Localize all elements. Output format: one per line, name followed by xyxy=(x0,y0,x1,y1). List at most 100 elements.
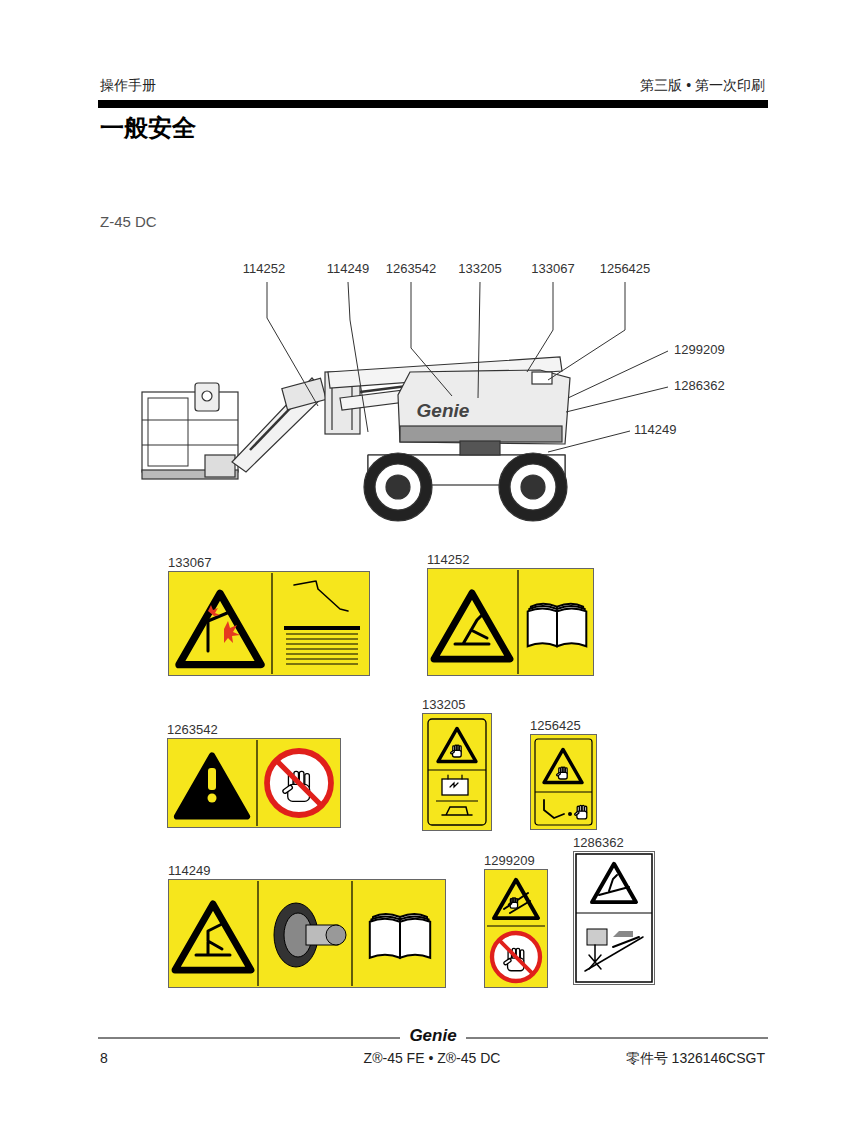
decal-panel xyxy=(422,713,492,831)
footer-rule xyxy=(98,1038,400,1039)
decal-symbol xyxy=(574,805,586,819)
decal-symbol xyxy=(326,925,346,945)
decal-symbol xyxy=(613,931,633,937)
decal-symbol xyxy=(267,751,331,815)
decal-symbol xyxy=(499,940,533,974)
callout-number: 133067 xyxy=(531,262,574,277)
leader-line xyxy=(267,282,318,406)
decal-symbol xyxy=(267,751,331,815)
decal-symbol xyxy=(574,852,655,985)
decal-symbol xyxy=(528,609,587,647)
decal-symbol xyxy=(169,572,370,676)
safety-decal: 114249 xyxy=(168,863,446,988)
decal-symbol xyxy=(589,945,601,969)
decal-symbol xyxy=(450,745,461,757)
machine-illustration xyxy=(460,441,500,455)
decal-symbol xyxy=(517,570,518,674)
machine-illustration xyxy=(499,453,567,521)
decal-symbol xyxy=(544,749,582,782)
decal-symbol xyxy=(492,933,540,981)
machine-illustration xyxy=(148,398,188,466)
machine-illustration xyxy=(375,464,421,510)
decal-symbol xyxy=(257,881,258,986)
decal-symbol xyxy=(592,864,636,902)
machine-logo: Genie xyxy=(417,400,470,422)
decal-symbol xyxy=(428,569,594,676)
decal-symbol xyxy=(286,658,358,659)
decal-number: 1256425 xyxy=(530,718,597,733)
decal-number: 1299209 xyxy=(484,853,548,868)
decal-symbol xyxy=(487,925,545,926)
callout-number: 114249 xyxy=(327,262,369,277)
decal-symbol xyxy=(423,714,492,831)
decal-symbol xyxy=(434,593,510,659)
decal-symbol xyxy=(535,791,592,792)
decal-symbol xyxy=(568,812,572,816)
decal-symbol xyxy=(286,638,358,639)
leader-line xyxy=(527,282,553,372)
callout-number: 1299209 xyxy=(674,343,725,358)
decal-symbol xyxy=(169,880,446,988)
machine-illustration xyxy=(532,372,552,384)
decal-symbol xyxy=(599,875,629,895)
decal-symbol xyxy=(208,768,216,790)
machine-illustration xyxy=(205,455,235,477)
decal-symbol xyxy=(286,653,358,654)
decal-symbol xyxy=(286,663,358,664)
machine-illustration xyxy=(400,426,562,442)
decal-panel xyxy=(427,568,594,676)
decal-symbol xyxy=(370,919,430,958)
safety-decal: 133067 xyxy=(168,555,370,676)
safety-decal: 114252 xyxy=(427,552,594,676)
decal-symbol xyxy=(450,750,454,754)
decal-symbol xyxy=(286,648,358,649)
decal-symbol xyxy=(503,958,511,965)
decal-symbol xyxy=(179,593,261,664)
machine-illustration xyxy=(232,378,326,472)
footer-rule xyxy=(466,1038,768,1039)
callout-number: 133205 xyxy=(458,262,501,277)
decal-symbol xyxy=(531,735,597,830)
decal-panel xyxy=(484,869,548,988)
machine-illustration xyxy=(195,383,219,411)
decal-symbol xyxy=(294,581,348,611)
decal-symbol xyxy=(208,605,220,616)
decal-symbol xyxy=(175,904,251,970)
safety-decal: 1299209 xyxy=(484,853,548,988)
decal-symbol xyxy=(574,811,579,815)
decal-symbol xyxy=(455,614,489,644)
decal-number: 133067 xyxy=(168,555,370,570)
decal-symbol xyxy=(574,852,655,985)
decal-symbol xyxy=(168,739,341,828)
decal-panel xyxy=(168,571,370,676)
decal-panel xyxy=(573,851,655,985)
decal-symbol xyxy=(576,854,652,982)
decal-symbol xyxy=(351,881,352,986)
decal-symbol xyxy=(256,740,257,826)
decal-symbol xyxy=(576,912,652,913)
header-rule xyxy=(98,100,768,108)
decal-symbol xyxy=(504,893,530,913)
decal-symbol xyxy=(442,779,468,795)
callout-number: 114249 xyxy=(634,423,676,438)
decal-symbol xyxy=(556,772,560,776)
header-text: 操作手册 xyxy=(100,77,156,93)
decal-symbol xyxy=(508,898,517,908)
leader-line xyxy=(478,282,480,398)
decal-number: 1286362 xyxy=(573,835,655,850)
decal-symbol xyxy=(485,870,548,988)
decal-symbol xyxy=(423,714,492,831)
leader-line xyxy=(348,282,368,432)
header-text: 第三版 • 第一次印刷 xyxy=(640,77,765,93)
machine-illustration xyxy=(398,370,570,444)
decal-symbol xyxy=(531,735,597,830)
callout-number: 1256425 xyxy=(600,262,651,277)
decal-symbol xyxy=(535,739,592,825)
decal-symbol xyxy=(271,573,272,674)
decal-symbol xyxy=(544,800,564,818)
page-title: 一般安全 xyxy=(100,114,196,142)
decal-panel xyxy=(530,734,597,830)
decal-symbol xyxy=(556,767,567,779)
model-name: Z-45 DC xyxy=(100,213,157,230)
